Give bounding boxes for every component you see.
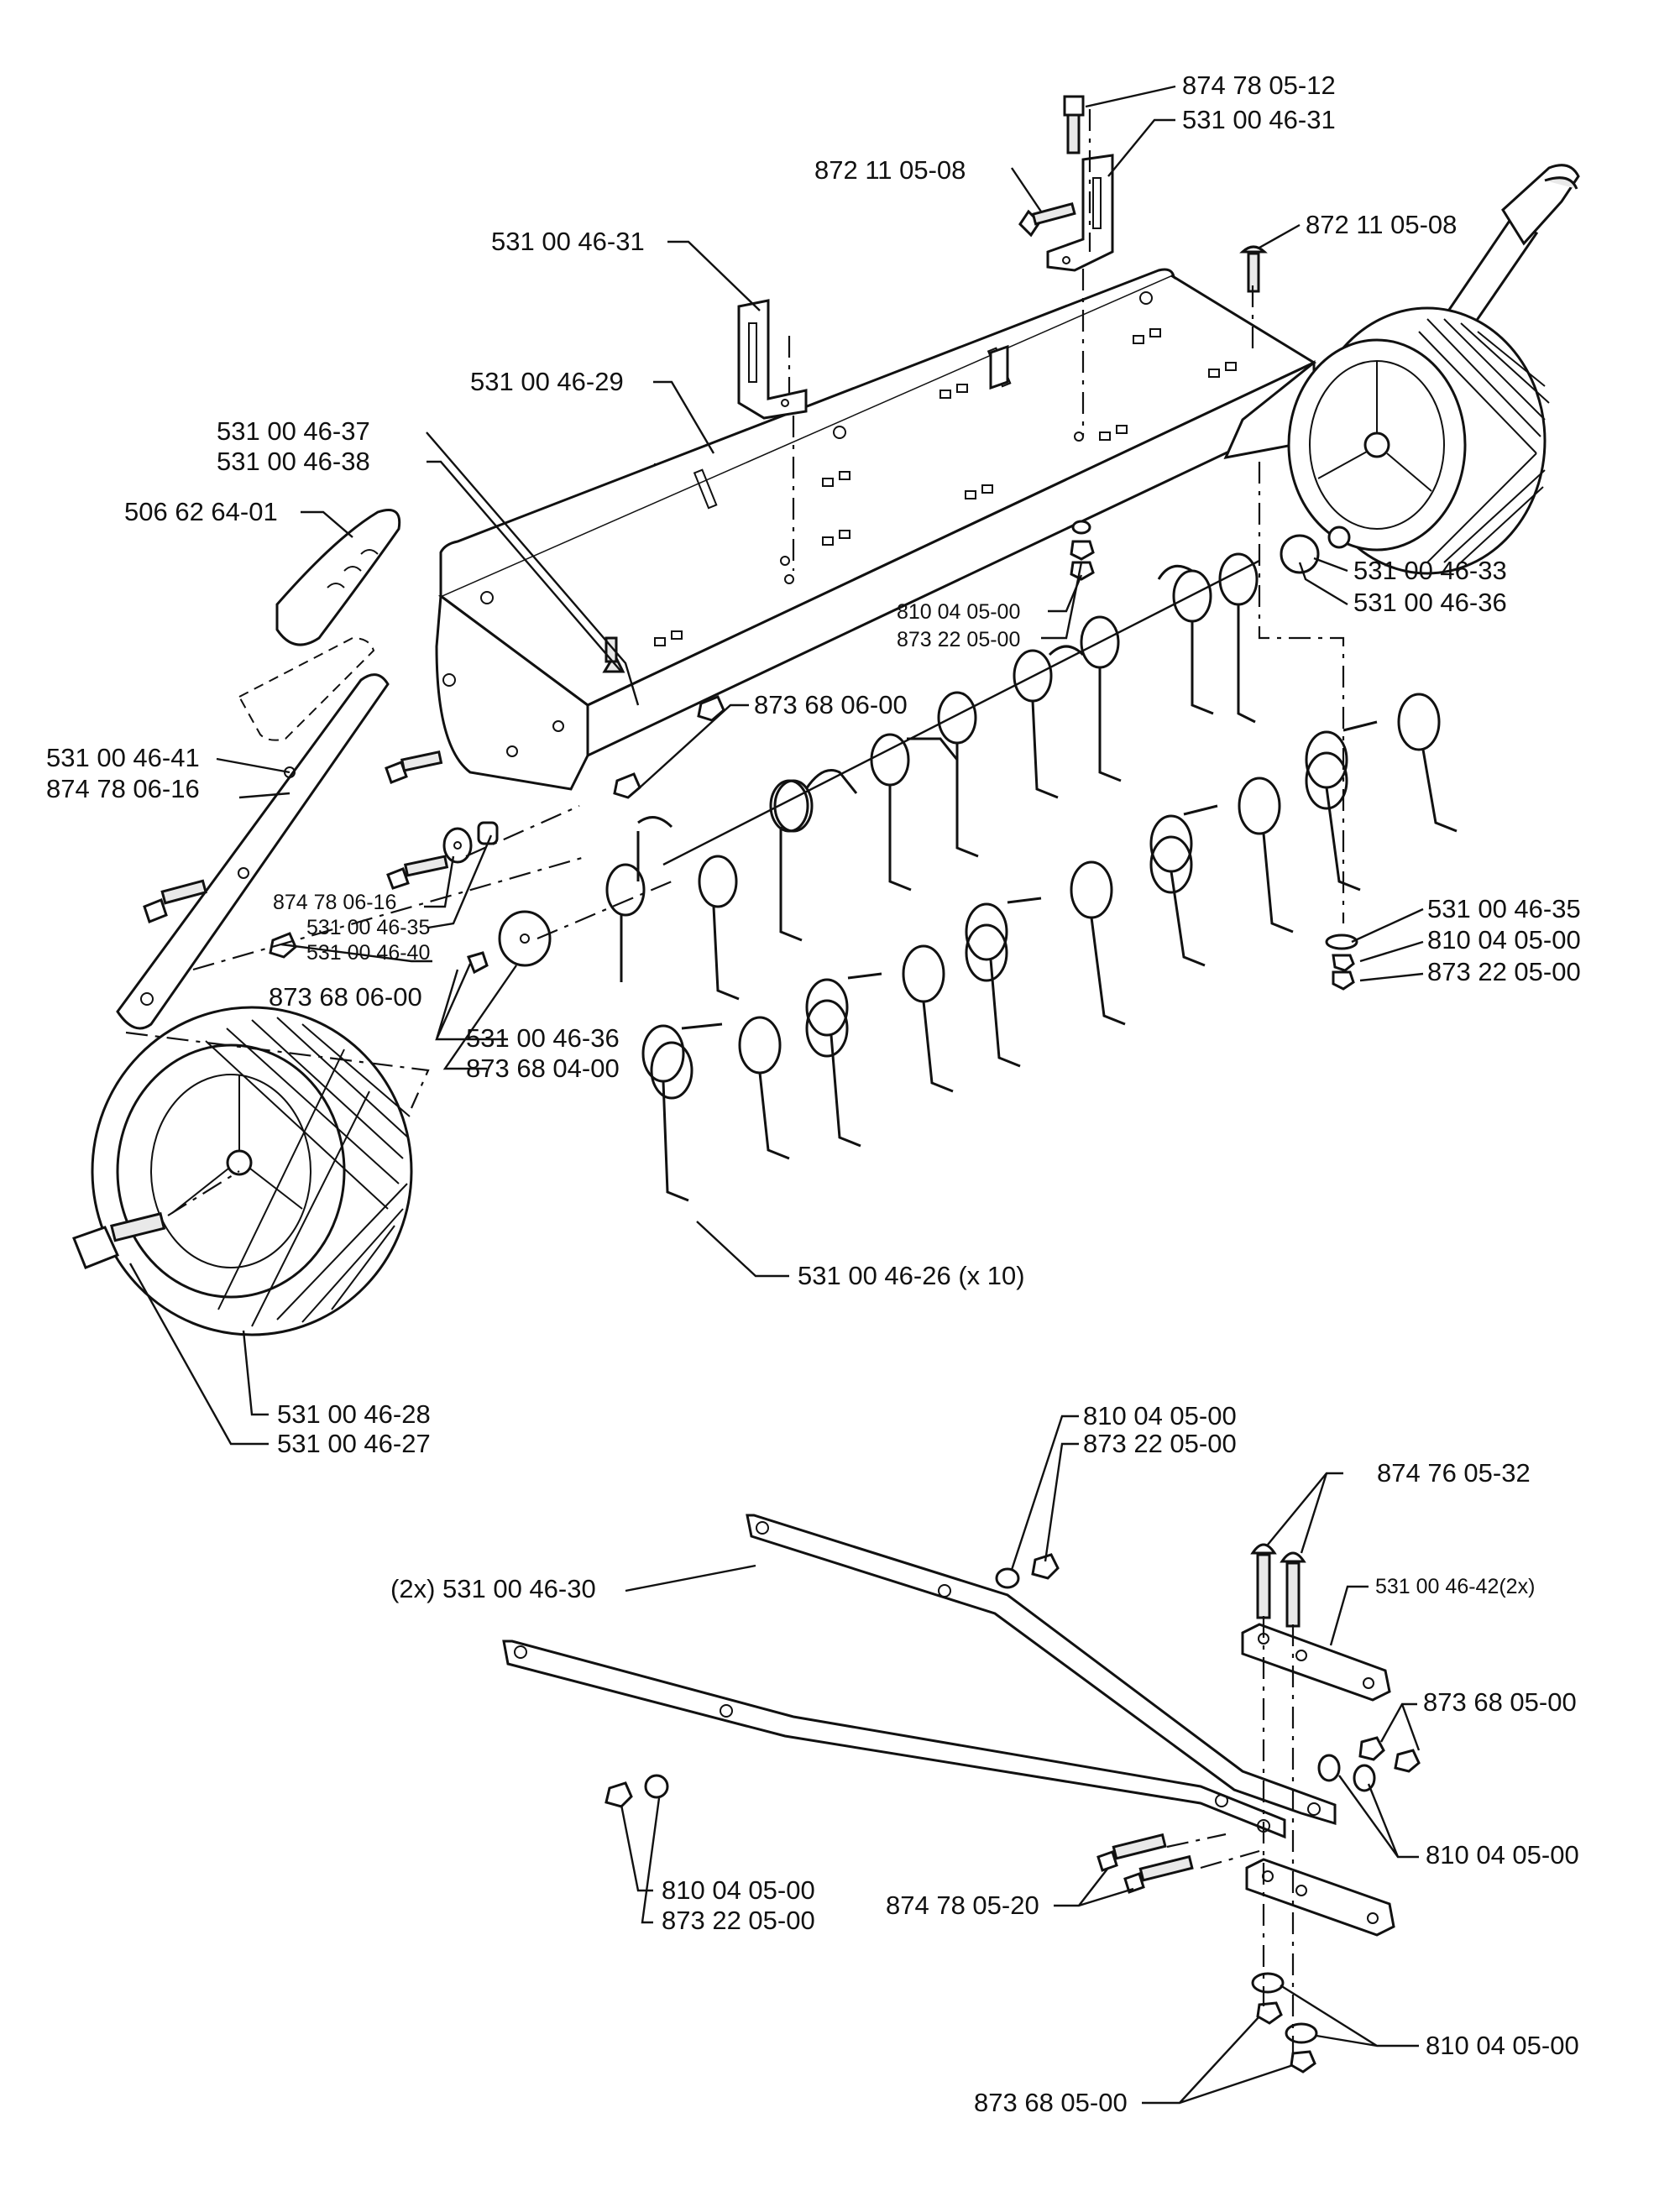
wheel-right — [1287, 306, 1550, 575]
spacer-531-00-46-40 — [477, 821, 499, 845]
label: 873 68 06-00 — [754, 690, 908, 719]
label: 873 68 06-00 — [269, 982, 422, 1012]
label: 810 04 05-00 — [1427, 925, 1581, 954]
wheel-531-00-46-28 — [91, 1006, 413, 1336]
label: 506 62 64-01 — [124, 497, 278, 526]
washer-531-00-46-36 — [498, 910, 552, 967]
label: 874 78 05-12 — [1182, 71, 1336, 100]
washer-531-00-46-35 — [442, 827, 473, 864]
nut-frame-2 — [697, 695, 725, 722]
bolt-874-78-06-16-mid — [386, 855, 449, 890]
label: 531 00 46-38 — [217, 447, 370, 476]
nut-washer-tow-bottom — [1251, 1972, 1318, 2074]
label: 531 00 46-41 — [46, 743, 200, 772]
label: 873 22 05-00 — [1083, 1429, 1237, 1458]
label: 872 11 05-08 — [1306, 210, 1457, 239]
bolt-874-78-05-12 — [1063, 95, 1085, 154]
label: 874 76 05-32 — [1377, 1458, 1531, 1488]
bolt-531-00-46-27 — [72, 1211, 166, 1269]
spring-tines-531-00-46-26 — [605, 552, 1458, 1202]
plate-531-00-46-42-lower — [1245, 1858, 1395, 1937]
bolt-874-78-06-16-lower — [143, 879, 207, 923]
label: 531 00 46-40 — [306, 941, 430, 965]
label: 531 00 46-35 — [1427, 894, 1581, 923]
label: 810 04 05-00 — [897, 600, 1020, 624]
deck-bracket — [989, 344, 1009, 390]
label: 810 04 05-00 — [1083, 1401, 1237, 1430]
handle-lower-531-00-46-41 — [116, 673, 390, 1030]
label: 531 00 46-36 — [1353, 588, 1507, 617]
label: 531 00 46-31 — [1182, 105, 1336, 134]
label: 874 78 06-16 — [46, 774, 200, 803]
label: (2x) 531 00 46-30 — [390, 1574, 596, 1603]
nut-873-68-04-00 — [467, 951, 489, 975]
label: 873 68 04-00 — [466, 1054, 620, 1083]
bolt-874-76-05-32 — [1250, 1543, 1306, 1628]
tow-bar-531-00-46-30-upper — [746, 1514, 1337, 1826]
label: 873 68 05-00 — [1423, 1687, 1577, 1717]
frame-531-00-46-29 — [435, 268, 1317, 791]
label: 531 00 46-36 — [466, 1023, 620, 1053]
label: 531 00 46-33 — [1353, 556, 1507, 585]
label: 531 00 46-26 (x 10) — [798, 1261, 1025, 1290]
shaft — [662, 526, 1351, 866]
bolt-872-11-05-08-left — [1018, 201, 1076, 238]
label: 531 00 46-42(2x) — [1375, 1575, 1535, 1598]
plate-531-00-46-42-upper — [1241, 1623, 1391, 1702]
label: 810 04 05-00 — [662, 1875, 815, 1905]
label: 531 00 46-27 — [277, 1429, 431, 1458]
handle-grip-506-62-64-01 — [275, 509, 401, 646]
label: 810 04 05-00 — [1426, 1840, 1579, 1870]
label: 531 00 46-31 — [491, 227, 645, 256]
bracket-531-00-46-31-left — [737, 299, 808, 420]
bolt-872-11-05-08-right — [1239, 245, 1268, 293]
bolt-874-78-06-16-upper — [385, 750, 443, 784]
leader-lines — [128, 85, 1424, 2105]
label: 874 78 05-20 — [886, 1891, 1039, 1920]
bolt-874-78-05-20 — [1096, 1833, 1194, 1894]
label: 531 00 46-28 — [277, 1399, 431, 1429]
label: 873 22 05-00 — [662, 1906, 815, 1935]
nut-873-68-06-00-frame — [613, 772, 641, 799]
label: 873 22 05-00 — [1427, 957, 1581, 986]
label: 873 68 05-00 — [974, 2088, 1128, 2117]
label: 531 00 46-37 — [217, 416, 370, 446]
part-labels: 874 78 05-12 531 00 46-31 872 11 05-08 8… — [46, 71, 1581, 2117]
label: 872 11 05-08 — [814, 155, 966, 185]
label: 873 22 05-00 — [897, 628, 1020, 651]
right-axle-hardware — [1070, 520, 1358, 991]
nut-washer-tow-upper — [995, 1553, 1060, 1589]
label: 810 04 05-00 — [1426, 2031, 1579, 2060]
label: 531 00 46-35 — [306, 916, 430, 939]
label: 531 00 46-29 — [470, 367, 624, 396]
nut-washer-tow-right — [1317, 1736, 1421, 1792]
nut-washer-tow-left — [604, 1774, 669, 1808]
label: 874 78 06-16 — [273, 891, 396, 914]
